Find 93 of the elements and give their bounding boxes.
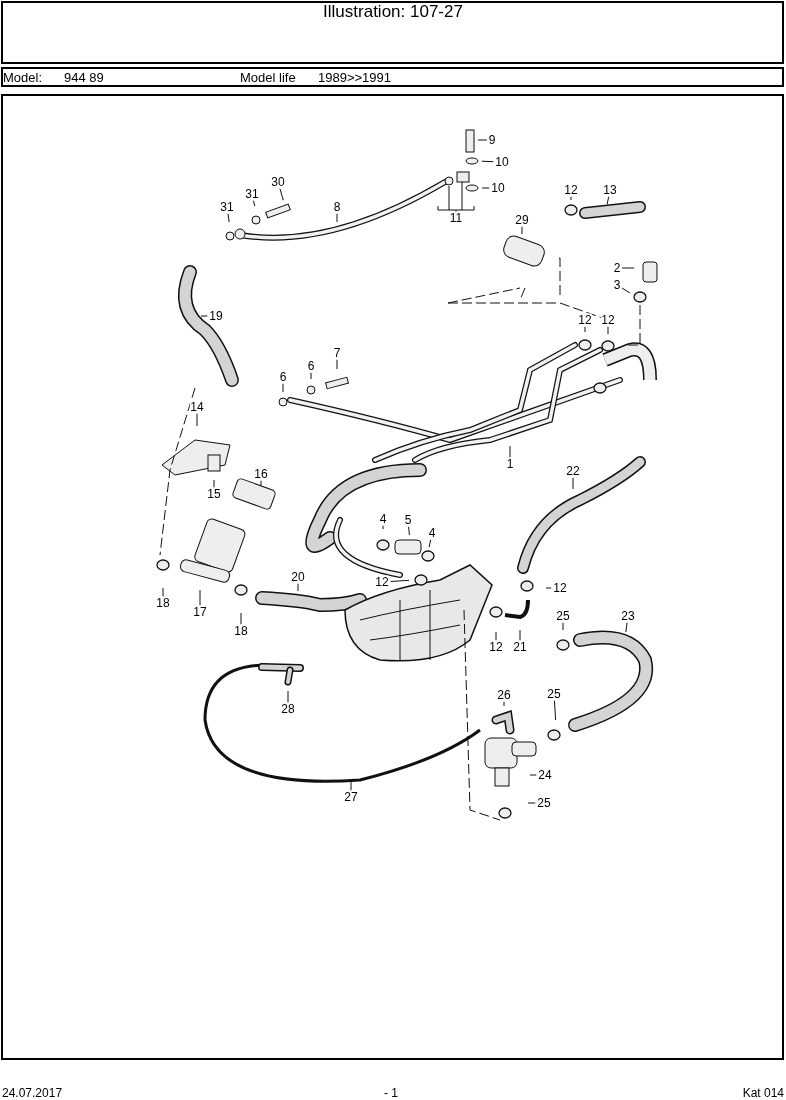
callout-number: 31 [219,200,235,214]
callout-number: 12 [600,313,616,327]
date-text: 24.07.2017 [2,1085,63,1100]
callout-number: 9 [488,133,496,147]
leader-line [606,196,610,205]
callout-number: 29 [514,213,530,227]
callout-number: 19 [208,309,224,323]
leader-line [621,267,635,269]
leader-line [562,622,564,631]
callout-number: 11 [449,211,463,225]
leader-line [553,700,557,721]
leader-line [621,287,631,294]
leader-line [282,383,284,393]
leader-line [336,213,338,223]
callout-number: 25 [555,609,571,623]
leader-line [240,612,242,625]
leader-line [390,579,410,582]
leader-line [336,359,338,370]
title: Illustration: 107-27 [322,2,464,22]
callout-number: 25 [546,687,562,701]
callout-number: 23 [620,609,636,623]
callout-number: 6 [279,370,287,384]
callout-number: 8 [333,200,341,214]
leader-line [162,587,164,597]
leader-line [481,187,490,189]
callout-number: 12 [374,575,390,589]
leader-line [200,315,208,317]
callout-number: 20 [290,570,306,584]
leader-line [584,326,586,333]
leader-line [495,631,497,641]
model-number: 944 89 [64,69,104,87]
callout-number: 18 [233,624,249,638]
callout-number: 21 [512,640,528,654]
leader-line [529,774,537,776]
callout-number: 14 [189,400,205,414]
model-years: 1989>>1991 [318,69,392,87]
callout-number: 12 [552,581,568,595]
leader-line [196,413,198,427]
callout-number: 24 [537,768,553,782]
callout-number: 26 [496,688,512,702]
leader-line [382,525,384,530]
leader-line [607,326,609,335]
leader-line [252,200,256,207]
callout-number: 3 [613,278,621,292]
leader-line [227,213,230,223]
callout-number: 13 [602,183,618,197]
callout-number: 31 [244,187,260,201]
callout-number: 10 [490,181,506,195]
callout-number: 6 [307,359,315,373]
callout-number: 16 [253,467,269,481]
leader-line [527,802,536,804]
callout-number: 4 [428,526,436,540]
leader-line [350,779,352,791]
leader-line [428,539,432,548]
callout-number: 12 [563,183,579,197]
leader-line [297,583,299,592]
leader-line [481,160,494,163]
leader-line [279,188,284,201]
leader-line [287,690,289,703]
leader-line [545,587,552,589]
field-label: Model life [240,69,296,87]
callout-number: 15 [206,487,222,501]
callout-number: 25 [536,796,552,810]
callout-number: 1 [506,457,514,471]
leader-line [503,701,505,707]
leader-line [199,589,201,606]
leader-line [570,196,572,201]
callout-number: 2 [613,261,621,275]
leader-line [310,372,312,380]
leader-line [408,526,410,536]
callout-number: 22 [565,464,581,478]
leader-line [477,139,488,141]
callout-number: 17 [192,605,208,619]
callout-number: 18 [155,596,171,610]
callout-number: 7 [333,346,341,360]
leader-line [519,629,521,641]
callout-number: 12 [577,313,593,327]
callout-number: 5 [404,513,412,527]
callout-number: 12 [488,640,504,654]
leader-line [509,445,511,458]
page-number: - 1 [384,1085,398,1100]
callout-number: 27 [343,790,359,804]
leader-line [572,477,574,490]
leader-line [213,479,215,488]
callout-number: 10 [494,155,510,169]
callout-number: 28 [280,702,296,716]
leader-line [625,622,628,633]
leader-line [260,480,262,487]
leader-line [521,226,523,235]
callout-number: 4 [379,512,387,526]
callout-number: 30 [270,175,286,189]
field-label: Model: [3,69,43,87]
catalog-code: Kat 014 [742,1085,784,1100]
